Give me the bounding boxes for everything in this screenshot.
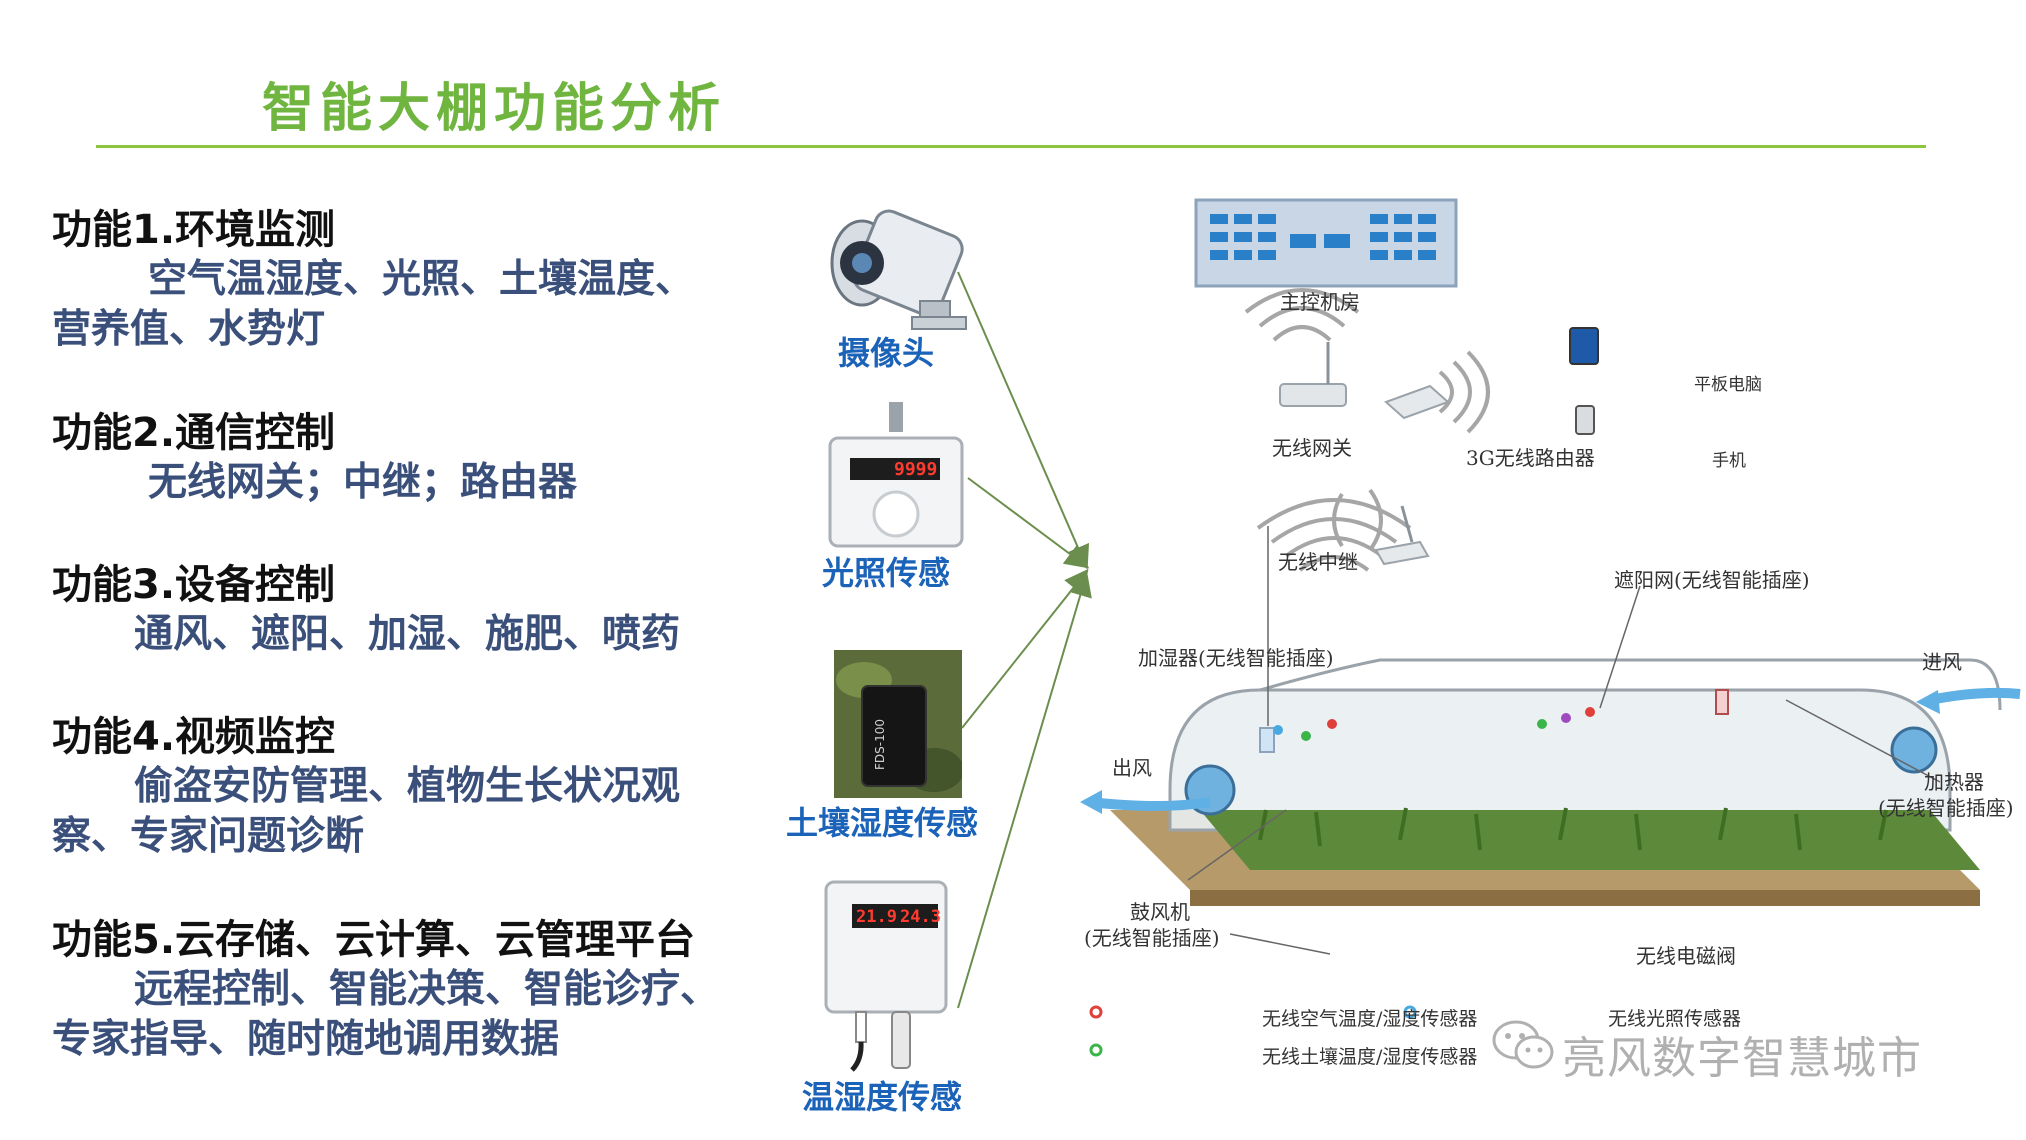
router3g-label: 3G无线路由器 [1466,446,1595,470]
valve-label: 无线电磁阀 [1636,944,1736,968]
soil-sensor-label: 土壤湿度传感 [786,804,979,842]
watermark: 亮风数字智慧城市 [1562,1033,1922,1084]
control-room-icon [1194,198,1458,288]
intake-fan-icon [1890,726,1938,774]
temp-humidity-sensor-icon: 21.9 24.3 [824,880,948,1072]
feature-1-line-1: 空气温湿度、光照、土壤温度、 [148,257,695,302]
soil-sensor-tag: FDS-100 [873,719,887,770]
sensor-dot [1561,713,1571,723]
feature-5: 功能5.云存储、云计算、云管理平台 远程控制、智能决策、智能诊疗、 专家指导、随… [52,915,812,1065]
legend-air-icon [1089,1005,1103,1019]
feature-4-line-2: 察、专家问题诊断 [52,814,365,859]
relay-icon [1374,505,1430,566]
heater-icon [1715,689,1729,715]
feature-1-title: 功能1.环境监测 [52,207,336,253]
legend-light-icon [1403,1005,1417,1019]
legend-soil-icon [1089,1043,1103,1057]
phone-label: 手机 [1712,451,1746,471]
phone-icon [1575,405,1595,435]
soil-sensor-dot [1301,731,1311,741]
control-room-label: 主控机房 [1280,290,1360,314]
light-sensor-label: 光照传感 [822,554,951,592]
tablet-label: 平板电脑 [1694,375,1762,395]
title-divider [96,145,1926,148]
shade-net-label: 遮阳网(无线智能插座) [1614,568,1810,592]
router-3g-icon [1384,384,1450,420]
tablet-icon [1569,327,1599,365]
relay-label: 无线中继 [1278,550,1358,574]
air-out-arrow-icon [1089,797,1211,811]
feature-2: 功能2.通信控制 无线网关；中继；路由器 [52,408,812,508]
feature-1-line-2: 营养值、水势灯 [52,307,326,352]
legend-soil-label: 无线土壤温度/湿度传感器 [1262,1046,1478,1068]
feature-4-title: 功能4.视频监控 [52,714,336,760]
blower-label-2: (无线智能插座) [1084,926,1220,950]
feature-3: 功能3.设备控制 通风、遮阳、加湿、施肥、喷药 [52,560,812,660]
feature-3-title: 功能3.设备控制 [52,562,336,608]
feature-5-line-2: 专家指导、随时随地调用数据 [52,1017,560,1062]
page-title: 智能大棚功能分析 [262,79,727,139]
legend-air-label: 无线空气温度/湿度传感器 [1262,1008,1478,1030]
greenhouse-diagram [1080,198,2021,1057]
gateway-icon [1279,342,1347,407]
security-camera-icon [830,209,967,330]
heater-label-2: (无线智能插座) [1878,796,2014,820]
temp-display-2: 24.3 [900,907,941,927]
light-display-value: 9999 [894,459,937,480]
feature-4: 功能4.视频监控 偷盗安防管理、植物生长状况观 察、专家问题诊断 [52,712,812,862]
gateway-label: 无线网关 [1272,436,1352,460]
air-out-label: 出风 [1112,756,1152,780]
camera-label: 摄像头 [838,334,935,372]
feature-2-title: 功能2.通信控制 [52,410,336,456]
feature-5-title: 功能5.云存储、云计算、云管理平台 [52,917,696,963]
heater-label-1: 加热器 [1924,770,1984,794]
wechat-icon [1492,1020,1554,1069]
greenhouse-structure-icon [1080,658,2021,906]
soil-sensor-dot [1537,719,1547,729]
air-in-arrow-icon [1929,687,2021,705]
legend-light-label: 无线光照传感器 [1608,1008,1742,1030]
light-sensor-icon: 9999 [828,402,964,548]
air-sensor-dot [1585,707,1595,717]
wifi-icon [1244,288,1490,572]
air-in-label: 进风 [1922,650,1962,674]
feature-1: 功能1.环境监测 空气温湿度、光照、土壤温度、 营养值、水势灯 [52,205,812,355]
feature-5-line-1: 远程控制、智能决策、智能诊疗、 [134,967,720,1012]
blower-label-1: 鼓风机 [1130,900,1190,924]
temp-display-1: 21.9 [856,907,897,927]
feature-3-line-1: 通风、遮阳、加湿、施肥、喷药 [134,612,681,657]
feature-2-line-1: 无线网关；中继；路由器 [148,460,578,505]
humidifier-icon [1259,727,1275,753]
humidifier-label: 加湿器(无线智能插座) [1138,646,1334,670]
feature-4-line-1: 偷盗安防管理、植物生长状况观 [134,764,681,809]
soil-sensor-icon: FDS-100 [834,650,962,798]
air-sensor-dot [1327,719,1337,729]
temp-sensor-label: 温湿度传感 [802,1078,963,1116]
light-sensor-dot [1273,725,1283,735]
